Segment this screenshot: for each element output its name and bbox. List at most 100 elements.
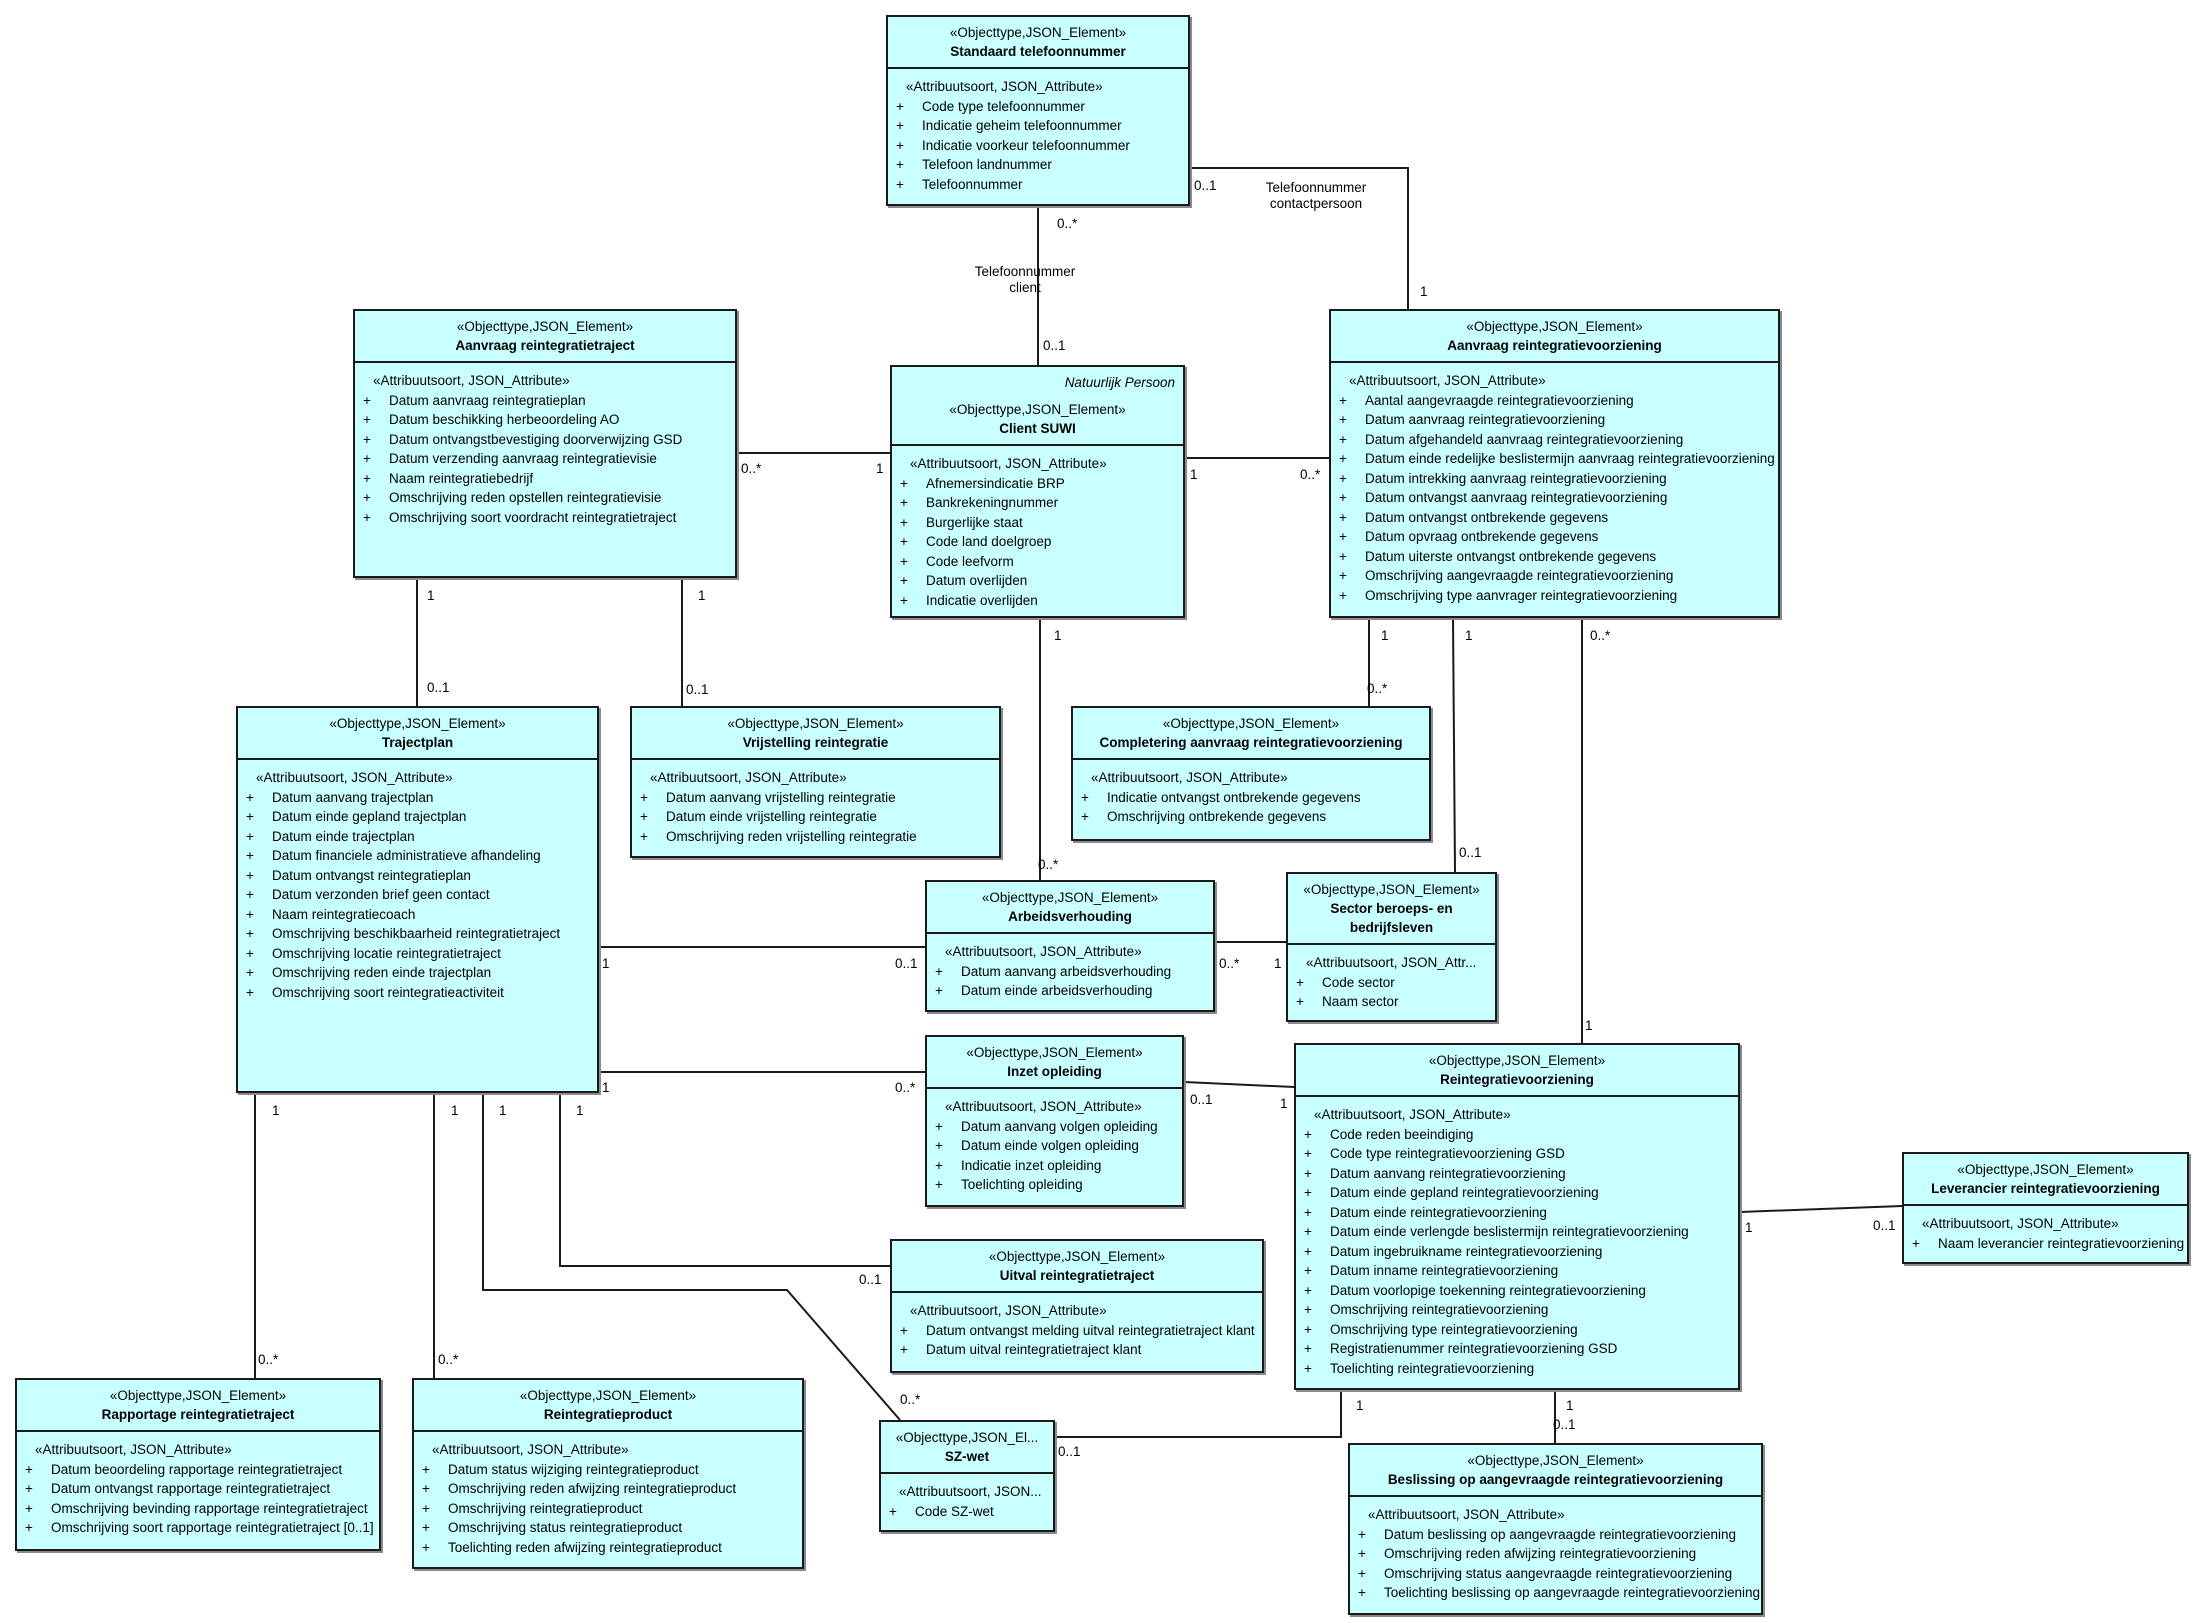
attribute-row[interactable]: +Datum einde arbeidsverhouding [931,981,1209,1001]
attribute-row[interactable]: +Code sector [1292,973,1491,993]
class-completering-aanvraag[interactable]: «Objecttype,JSON_Element»Completering aa… [1071,706,1431,841]
attribute-row[interactable]: +Code type telefoonnummer [892,97,1184,117]
class-aanvraag-reintegratievoorziening[interactable]: «Objecttype,JSON_Element»Aanvraag reinte… [1329,309,1780,618]
attribute-row[interactable]: +Indicatie ontvangst ontbrekende gegeven… [1077,788,1425,808]
attribute-row[interactable]: +Datum aanvang arbeidsverhouding [931,962,1209,982]
attribute-row[interactable]: +Datum verzonden brief geen contact [242,885,593,905]
attribute-row[interactable]: +Registratienummer reintegratievoorzieni… [1300,1339,1734,1359]
attribute-row[interactable]: +Datum aanvang vrijstelling reintegratie [636,788,995,808]
attribute-row[interactable]: +Omschrijving reden afwijzing reintegrat… [1354,1544,1757,1564]
attribute-row[interactable]: +Datum einde gepland trajectplan [242,807,593,827]
attribute-row[interactable]: +Omschrijving reden opstellen reintegrat… [359,488,731,508]
attribute-row[interactable]: +Naam sector [1292,992,1491,1012]
attribute-row[interactable]: +Datum einde verlengde beslistermijn rei… [1300,1222,1734,1242]
class-inzet-opleiding[interactable]: «Objecttype,JSON_Element»Inzet opleiding… [925,1035,1184,1207]
attribute-row[interactable]: +Datum beschikking herbeoordeling AO [359,410,731,430]
attribute-row[interactable]: +Code land doelgroep [896,532,1179,552]
attribute-row[interactable]: +Datum beslissing op aangevraagde reinte… [1354,1525,1757,1545]
assoc-trajectplan-uitval[interactable] [559,1093,890,1267]
attribute-row[interactable]: +Datum voorlopige toekenning reintegrati… [1300,1281,1734,1301]
class-reintegratievoorziening[interactable]: «Objecttype,JSON_Element»Reintegratievoo… [1294,1043,1740,1390]
attribute-row[interactable]: +Datum ingebruikname reintegratievoorzie… [1300,1242,1734,1262]
attribute-row[interactable]: +Toelichting reden afwijzing reintegrati… [418,1538,798,1558]
attribute-row[interactable]: +Datum ontvangst rapportage reintegratie… [21,1479,375,1499]
class-leverancier[interactable]: «Objecttype,JSON_Element»Leverancier rei… [1902,1152,2189,1264]
attribute-row[interactable]: +Omschrijving reden einde trajectplan [242,963,593,983]
attribute-row[interactable]: +Omschrijving aangevraagde reintegratiev… [1335,566,1774,586]
attribute-row[interactable]: +Omschrijving soort rapportage reintegra… [21,1518,375,1538]
attribute-row[interactable]: +Datum overlijden [896,571,1179,591]
attribute-row[interactable]: +Toelichting reintegratievoorziening [1300,1359,1734,1379]
attribute-row[interactable]: +Datum verzending aanvraag reintegratiev… [359,449,731,469]
attribute-row[interactable]: +Datum opvraag ontbrekende gegevens [1335,527,1774,547]
attribute-row[interactable]: +Telefoon landnummer [892,155,1184,175]
attribute-row[interactable]: +Telefoonnummer [892,175,1184,195]
assoc-reintegratievoorziening-szwet[interactable] [1055,1390,1342,1438]
attribute-row[interactable]: +Datum uiterste ontvangst ontbrekende ge… [1335,547,1774,567]
attribute-row[interactable]: +Datum beoordeling rapportage reintegrat… [21,1460,375,1480]
attribute-row[interactable]: +Omschrijving status aangevraagde reinte… [1354,1564,1757,1584]
assoc-telefoon-contactpersoon[interactable] [1190,167,1409,309]
attribute-row[interactable]: +Datum ontvangstbevestiging doorverwijzi… [359,430,731,450]
attribute-row[interactable]: +Datum financiele administratieve afhand… [242,846,593,866]
attribute-row[interactable]: +Datum ontvangst ontbrekende gegevens [1335,508,1774,528]
class-sz-wet[interactable]: «Objecttype,JSON_El...SZ-wet«Attribuutso… [879,1420,1055,1532]
class-aanvraag-reintegratietraject[interactable]: «Objecttype,JSON_Element»Aanvraag reinte… [353,309,737,578]
attribute-row[interactable]: +Naam reintegratiebedrijf [359,469,731,489]
assoc-reintegratievoorziening-leverancier[interactable] [1739,1205,1903,1213]
class-trajectplan[interactable]: «Objecttype,JSON_Element»Trajectplan«Att… [236,706,599,1093]
attribute-row[interactable]: +Code leefvorm [896,552,1179,572]
attribute-row[interactable]: +Code SZ-wet [885,1502,1049,1522]
class-sector[interactable]: «Objecttype,JSON_Element»Sector beroeps-… [1286,872,1497,1022]
attribute-row[interactable]: +Datum einde reintegratievoorziening [1300,1203,1734,1223]
attribute-row[interactable]: +Indicatie inzet opleiding [931,1156,1178,1176]
attribute-row[interactable]: +Naam reintegratiecoach [242,905,593,925]
attribute-row[interactable]: +Omschrijving reintegratievoorziening [1300,1300,1734,1320]
attribute-row[interactable]: +Datum aanvraag reintegratievoorziening [1335,410,1774,430]
class-client-suwi[interactable]: Natuurlijk Persoon«Objecttype,JSON_Eleme… [890,365,1185,618]
class-uitval[interactable]: «Objecttype,JSON_Element»Uitval reintegr… [890,1239,1264,1373]
attribute-row[interactable]: +Omschrijving reden afwijzing reintegrat… [418,1479,798,1499]
attribute-row[interactable]: +Omschrijving reden vrijstelling reinteg… [636,827,995,847]
attribute-row[interactable]: +Indicatie overlijden [896,591,1179,611]
attribute-row[interactable]: +Datum uitval reintegratietraject klant [896,1340,1258,1360]
attribute-row[interactable]: +Omschrijving type reintegratievoorzieni… [1300,1320,1734,1340]
attribute-row[interactable]: +Datum ontvangst melding uitval reintegr… [896,1321,1258,1341]
attribute-row[interactable]: +Datum einde gepland reintegratievoorzie… [1300,1183,1734,1203]
class-reintegratieproduct[interactable]: «Objecttype,JSON_Element»Reintegratiepro… [412,1378,804,1569]
attribute-row[interactable]: +Datum einde vrijstelling reintegratie [636,807,995,827]
attribute-row[interactable]: +Afnemersindicatie BRP [896,474,1179,494]
assoc-inzetopleiding-reintegratievoorziening[interactable] [1183,1081,1295,1088]
attribute-row[interactable]: +Toelichting opleiding [931,1175,1178,1195]
attribute-row[interactable]: +Omschrijving status reintegratieproduct [418,1518,798,1538]
attribute-row[interactable]: +Datum ontvangst reintegratieplan [242,866,593,886]
attribute-row[interactable]: +Datum inname reintegratievoorziening [1300,1261,1734,1281]
assoc-aanvraagvoorziening-sector[interactable] [1452,617,1456,873]
attribute-row[interactable]: +Omschrijving reintegratieproduct [418,1499,798,1519]
assoc-trajectplan-szwet[interactable] [482,1093,901,1421]
attribute-row[interactable]: +Datum aanvang trajectplan [242,788,593,808]
attribute-row[interactable]: +Omschrijving soort reintegratieactivite… [242,983,593,1003]
attribute-row[interactable]: +Omschrijving beschikbaarheid reintegrat… [242,924,593,944]
attribute-row[interactable]: +Omschrijving locatie reintegratietrajec… [242,944,593,964]
attribute-row[interactable]: +Aantal aangevraagde reintegratievoorzie… [1335,391,1774,411]
attribute-row[interactable]: +Indicatie geheim telefoonnummer [892,116,1184,136]
attribute-row[interactable]: +Toelichting beslissing op aangevraagde … [1354,1583,1760,1603]
attribute-row[interactable]: +Indicatie voorkeur telefoonnummer [892,136,1184,156]
class-vrijstelling-reintegratie[interactable]: «Objecttype,JSON_Element»Vrijstelling re… [630,706,1001,858]
attribute-row[interactable]: +Bankrekeningnummer [896,493,1179,513]
attribute-row[interactable]: +Code type reintegratievoorziening GSD [1300,1144,1734,1164]
attribute-row[interactable]: +Datum intrekking aanvraag reintegratiev… [1335,469,1774,489]
attribute-row[interactable]: +Datum einde redelijke beslistermijn aan… [1335,449,1775,469]
attribute-row[interactable]: +Omschrijving bevinding rapportage reint… [21,1499,375,1519]
attribute-row[interactable]: +Datum aanvang volgen opleiding [931,1117,1178,1137]
attribute-row[interactable]: +Omschrijving ontbrekende gegevens [1077,807,1425,827]
attribute-row[interactable]: +Datum status wijziging reintegratieprod… [418,1460,798,1480]
attribute-row[interactable]: +Datum einde trajectplan [242,827,593,847]
attribute-row[interactable]: +Omschrijving soort voordracht reintegra… [359,508,731,528]
attribute-row[interactable]: +Datum afgehandeld aanvraag reintegratie… [1335,430,1774,450]
attribute-row[interactable]: +Omschrijving type aanvrager reintegrati… [1335,586,1774,606]
attribute-row[interactable]: +Datum aanvang reintegratievoorziening [1300,1164,1734,1184]
class-rapportage[interactable]: «Objecttype,JSON_Element»Rapportage rein… [15,1378,381,1551]
attribute-row[interactable]: +Naam leverancier reintegratievoorzienin… [1908,1234,2184,1254]
